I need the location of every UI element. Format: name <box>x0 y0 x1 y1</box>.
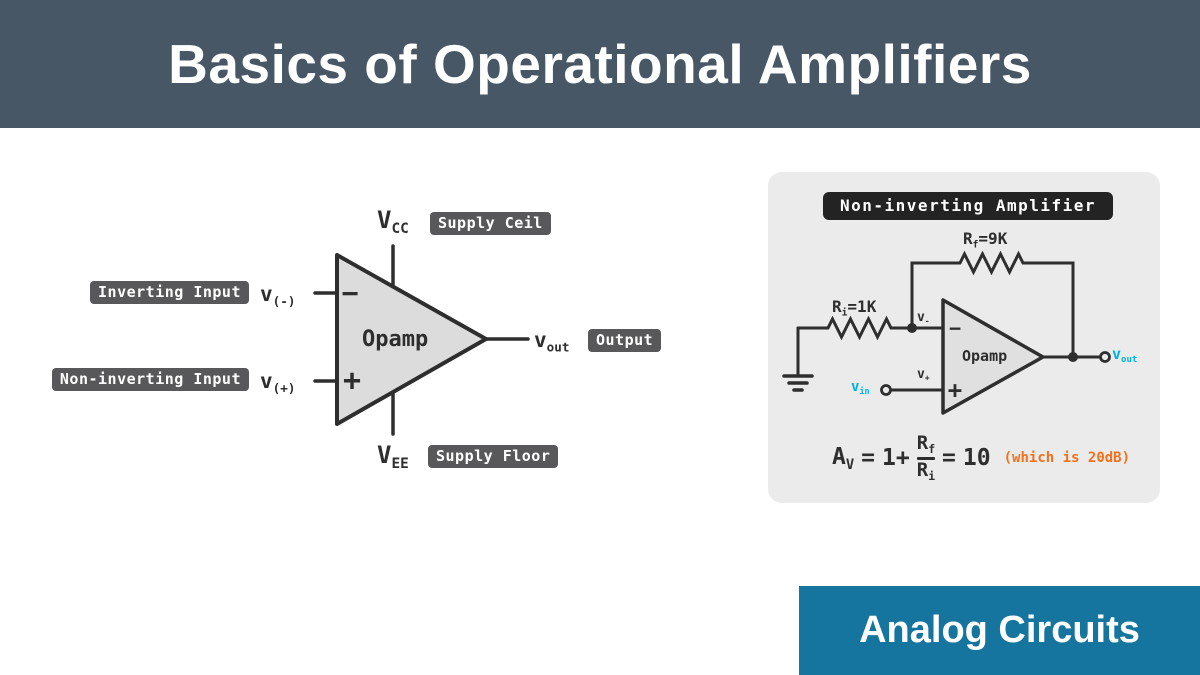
gain-note: (which is 20dB) <box>1003 450 1131 466</box>
minus-marker: − <box>341 276 359 310</box>
gain-formula: AV = 1+ Rf Ri = 10 (which is 20dB) <box>832 430 1130 486</box>
vee-label: VEE <box>377 441 409 473</box>
gain-symbol: AV <box>832 443 855 473</box>
opamp-label: Opamp <box>362 327 429 352</box>
amp-vminus-label: v- <box>917 310 930 326</box>
equals-2: = <box>942 445 956 471</box>
vcc-label: VCC <box>377 206 409 238</box>
output-badge: Output <box>588 329 662 353</box>
amp-opamp-label: Opamp <box>962 347 1008 365</box>
header-bar: Basics of Operational Amplifiers <box>0 0 1200 128</box>
vin-label: vin <box>851 379 870 396</box>
v-inverting-label: v(-) <box>260 282 296 309</box>
fraction-bar <box>916 456 936 460</box>
fraction-denominator: Ri <box>916 458 936 483</box>
footer-label: Analog Circuits <box>859 609 1140 651</box>
vout-label: vout <box>534 328 570 355</box>
one-plus-term: 1+ <box>882 445 910 471</box>
ri-label: Ri=1K <box>832 297 877 319</box>
equals-1: = <box>861 445 876 471</box>
amp-vout-label: vout <box>1112 345 1138 366</box>
supply-floor-badge: Supply Floor <box>428 445 559 469</box>
gain-result: 10 <box>962 445 991 471</box>
footer-banner: Analog Circuits <box>799 586 1200 675</box>
amp-vplus-label: v+ <box>917 367 930 383</box>
amp-plus-marker: + <box>947 376 963 404</box>
page-title: Basics of Operational Amplifiers <box>168 33 1032 95</box>
amp-minus-marker: − <box>948 316 962 340</box>
noninverting-input-badge: Non-inverting Input <box>51 368 249 392</box>
plus-marker: + <box>342 363 362 399</box>
rf-label: Rf=9K <box>963 229 1008 251</box>
amp-title-badge: Non-inverting Amplifier <box>823 192 1114 221</box>
rf-over-ri-fraction: Rf Ri <box>916 431 936 483</box>
v-noninverting-label: v(+) <box>260 369 296 396</box>
fraction-numerator: Rf <box>916 431 936 456</box>
supply-ceil-badge: Supply Ceil <box>430 212 551 236</box>
inverting-input-badge: Inverting Input <box>90 281 249 305</box>
